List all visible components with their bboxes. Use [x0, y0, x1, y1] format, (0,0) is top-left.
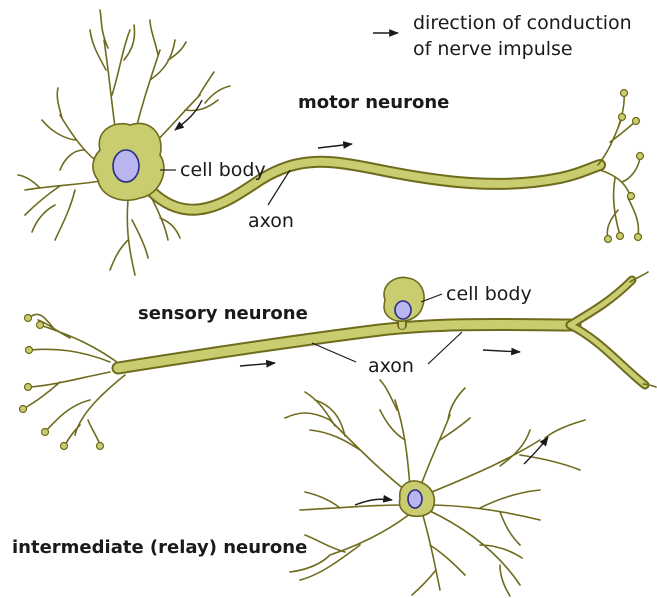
relay-dendrites	[285, 380, 585, 596]
relay-impulse-arrow-in-icon	[355, 499, 392, 505]
legend: direction of conduction of nerve impulse	[373, 12, 632, 60]
motor-nucleus	[113, 150, 139, 182]
sensory-nucleus	[395, 301, 411, 319]
motor-cell-body-label: cell body	[180, 159, 266, 181]
sensory-axon-label: axon	[368, 355, 414, 377]
sensory-axon-leader-left	[312, 343, 356, 362]
sensory-cell-body-label: cell body	[446, 283, 532, 305]
legend-text-line2: of nerve impulse	[413, 38, 573, 60]
sensory-dendrites	[20, 314, 126, 449]
motor-dendrite-arrow-icon	[175, 100, 202, 130]
motor-neurone-title: motor neurone	[298, 92, 449, 113]
sensory-impulse-arrow-right-icon	[483, 350, 520, 352]
sensory-neurone: sensory neurone cell body axon	[20, 272, 657, 450]
relay-neurone: intermediate (relay) neurone	[12, 380, 585, 596]
sensory-neurone-title: sensory neurone	[138, 303, 308, 324]
motor-impulse-arrow-icon	[318, 144, 352, 148]
relay-nucleus	[408, 490, 422, 508]
sensory-impulse-arrow-left-icon	[240, 363, 275, 366]
motor-axon-label: axon	[248, 210, 294, 232]
sensory-axon-leader-right	[428, 332, 462, 364]
relay-neurone-title: intermediate (relay) neurone	[12, 537, 307, 558]
legend-text-line1: direction of conduction	[413, 12, 632, 34]
